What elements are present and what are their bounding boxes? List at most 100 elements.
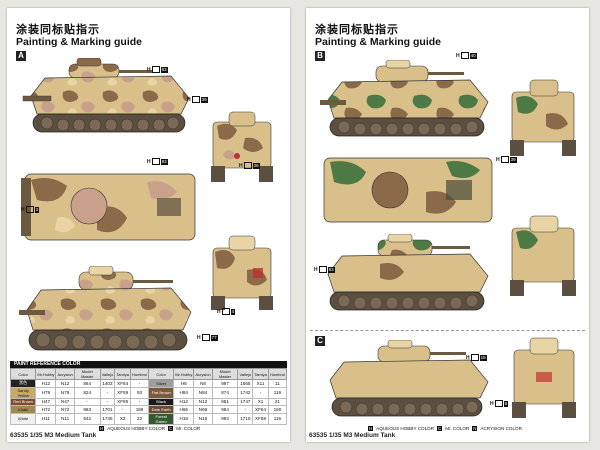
paint-code: 21 — [267, 397, 288, 407]
paint-code: N79 — [55, 386, 75, 399]
paint-code: 893 — [211, 412, 239, 425]
paint-code: 119 — [267, 386, 288, 399]
paint-code: N72 — [55, 405, 75, 414]
paint-code: N47 — [55, 397, 75, 407]
scheme-badge-b: B — [315, 51, 325, 61]
paint-color-name: Flat Brown — [148, 386, 175, 399]
paint-code: 1701 — [99, 405, 116, 414]
paint-code: 11 — [267, 379, 288, 388]
paint-code: 983 — [73, 405, 101, 414]
paint-code: - — [129, 397, 150, 407]
tank-front-view-a — [211, 111, 273, 182]
paint-code: H84 — [173, 386, 195, 399]
tank-front-view-b — [510, 79, 576, 156]
paint-code: N8 — [193, 379, 213, 388]
paint-code: 116 — [267, 412, 288, 425]
scheme-divider — [310, 330, 585, 331]
paint-code: 1565 — [237, 379, 254, 388]
page-title-en-right: Painting & Marking guide — [315, 36, 442, 48]
paint-code: XF59 — [114, 386, 131, 399]
paint-code: XF58 — [252, 412, 269, 425]
tank-side-view-a1 — [22, 58, 190, 133]
guide-sheet-left: 涂装同标贴指示 Painting & Marking guide A — [7, 8, 290, 442]
tank-rear-view-b — [510, 215, 576, 296]
paint-code: N66 — [193, 405, 213, 414]
page-title-cn: 涂装同标贴指示 — [16, 23, 100, 36]
paint-code: - — [73, 397, 101, 407]
paint-code: 824 — [73, 386, 101, 399]
tank-side-view-c — [329, 340, 489, 417]
page-title-cn-right: 涂装同标贴指示 — [315, 23, 399, 36]
paint-color-name: Sandy Yellow — [9, 386, 37, 399]
paint-code: N12 — [193, 397, 213, 407]
paint-code: 93 — [129, 386, 150, 399]
paint-color-name: Khaki — [9, 405, 37, 414]
paint-code: H12 — [35, 379, 57, 388]
paint-code: H8 — [173, 379, 195, 388]
paint-code: - — [237, 405, 254, 414]
paint-code: 1742 — [237, 386, 254, 399]
paint-code: H12 — [173, 397, 195, 407]
paint-code: H11 — [35, 412, 57, 425]
paint-color-name: White — [9, 412, 37, 425]
paint-code: 1402 — [99, 379, 116, 388]
paint-code: 186 — [129, 405, 150, 414]
paint-color-name: 黑色 — [9, 379, 37, 388]
footer-right: 63535 1/35 M3 Medium Tank — [309, 432, 396, 439]
paint-code: N84 — [193, 386, 213, 399]
paint-code: N11 — [55, 412, 75, 425]
paint-code: - — [99, 386, 116, 399]
paint-color-name: Silver — [148, 379, 175, 388]
paint-code: XF64 — [252, 405, 269, 414]
paint-code: - — [114, 405, 131, 414]
paint-code: 1747 — [237, 397, 254, 407]
tank-side-view-b2 — [327, 234, 489, 311]
paint-code: 874 — [211, 386, 239, 399]
tank-top-view-b — [323, 157, 493, 223]
tank-side-view-a2 — [19, 266, 192, 351]
paint-code: X2 — [114, 412, 131, 425]
paint-code: N12 — [55, 379, 75, 388]
footer-left: 63535 1/35 M3 Medium Tank — [10, 432, 97, 439]
tank-rear-view-a — [211, 235, 273, 310]
paint-code: 160 — [267, 405, 288, 414]
paint-code: 997 — [211, 379, 239, 388]
paint-code: H72 — [35, 405, 57, 414]
paint-code: N18 — [193, 412, 213, 425]
paint-code: X11 — [252, 379, 269, 388]
paint-code: H18 — [173, 412, 195, 425]
paint-color-name: Forest Green — [148, 412, 175, 425]
paint-code: 1745 — [99, 412, 116, 425]
paint-color-name: Black — [148, 397, 175, 407]
scheme-badge-c: C — [315, 336, 325, 346]
paint-code: 22 — [129, 412, 150, 425]
paint-code: 861 — [211, 397, 239, 407]
scheme-badge-a: A — [16, 51, 26, 61]
paint-code: - — [129, 379, 150, 388]
page-title-en: Painting & Marking guide — [16, 36, 143, 48]
tank-rear-view-c — [512, 337, 576, 418]
paint-code: H66 — [173, 405, 195, 414]
paint-code: XF85 — [114, 397, 131, 407]
guide-sheet-right: 涂装同标贴指示 Painting & Marking guide B — [306, 8, 589, 442]
paint-reference-title: PAINT REFERENCE COLOR — [10, 361, 287, 368]
paint-code: H47 — [35, 397, 57, 407]
tank-top-view-a — [21, 173, 196, 241]
